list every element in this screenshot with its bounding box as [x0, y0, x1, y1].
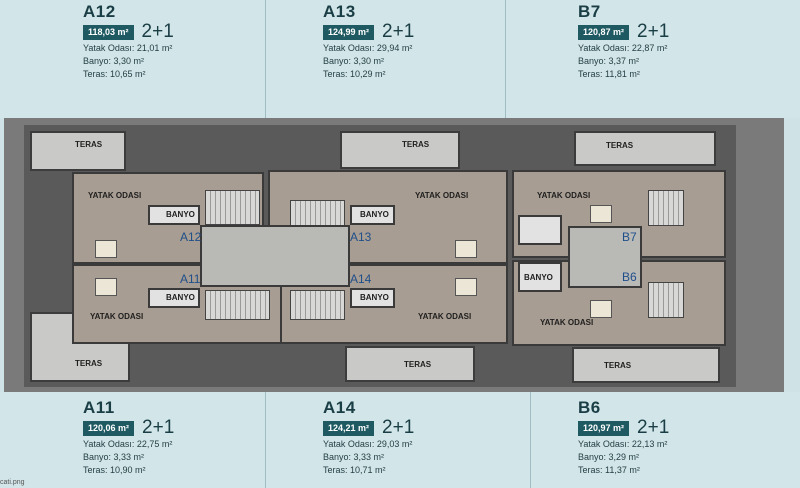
- bed-icon: [590, 300, 612, 318]
- terrace-a13: [340, 131, 460, 169]
- divider-line: [265, 0, 266, 118]
- terrace-b6: [572, 347, 720, 383]
- bathroom-label: BANYO: [524, 273, 553, 282]
- terrace-area: Teras: 11,81 m²: [578, 69, 640, 79]
- unit-type: 2+1: [637, 417, 670, 438]
- terrace-label: TERAS: [404, 360, 432, 369]
- bathroom-label: BANYO: [360, 210, 389, 219]
- plan-unit-label-b6: B6: [622, 270, 637, 284]
- unit-card-a13[interactable]: A13 124,99 m² 2+1 Yatak Odası: 29,94 m² B…: [323, 3, 414, 81]
- bathroom-b6: [518, 262, 562, 292]
- staircase: [648, 190, 684, 226]
- unit-code: B7: [578, 2, 601, 21]
- staircase: [205, 190, 260, 225]
- plan-unit-label-a11: A11: [180, 272, 201, 286]
- bathroom-label: BANYO: [360, 293, 389, 302]
- unit-type: 2+1: [382, 417, 415, 438]
- bathroom-a13: [350, 205, 395, 225]
- bathroom-area: Banyo: 3,30 m²: [323, 56, 385, 66]
- info-panel-top: [0, 0, 800, 118]
- staircase: [205, 290, 270, 320]
- bedroom-area: Yatak Odası: 22,13 m²: [578, 439, 668, 449]
- terrace-label: TERAS: [606, 141, 634, 150]
- terrace-a14: [345, 346, 475, 382]
- plan-unit-label-a12: A12: [180, 230, 202, 244]
- bathroom-a12: [148, 205, 200, 225]
- unit-type: 2+1: [382, 21, 415, 42]
- elevator-core-b: [568, 226, 642, 288]
- unit-card-a11[interactable]: A11 120,06 m² 2+1 Yatak Odası: 22,75 m² B…: [83, 399, 174, 477]
- bathroom-area: Banyo: 3,30 m²: [83, 56, 145, 66]
- divider-line: [505, 0, 506, 118]
- bathroom-area: Banyo: 3,33 m²: [83, 452, 145, 462]
- unit-area-badge: 120,97 m²: [578, 420, 630, 436]
- unit-type: 2+1: [637, 21, 670, 42]
- unit-card-b6[interactable]: B6 120,97 m² 2+1 Yatak Odası: 22,13 m² Ba…: [578, 399, 669, 477]
- plan-unit-label-b7: B7: [622, 230, 637, 244]
- bedroom-label: YATAK ODASI: [88, 191, 142, 200]
- bed-icon: [95, 240, 117, 258]
- terrace-area: Teras: 10,29 m²: [323, 69, 386, 79]
- unit-card-a12[interactable]: A12 118,03 m² 2+1 Yatak Odası: 21,01 m² B…: [83, 3, 174, 81]
- file-name: cati.png: [0, 479, 25, 486]
- terrace-label: TERAS: [402, 140, 430, 149]
- bedroom-label: YATAK ODASI: [418, 312, 472, 321]
- unit-area-badge: 124,99 m²: [323, 24, 375, 40]
- unit-area-badge: 120,06 m²: [83, 420, 135, 436]
- unit-area-badge: 118,03 m²: [83, 24, 134, 40]
- unit-type: 2+1: [141, 21, 174, 42]
- bed-icon: [455, 278, 477, 296]
- bedroom-area: Yatak Odası: 22,75 m²: [83, 439, 173, 449]
- unit-card-a14[interactable]: A14 124,21 m² 2+1 Yatak Odası: 29,03 m² B…: [323, 399, 414, 477]
- bed-icon: [590, 205, 612, 223]
- bathroom-area: Banyo: 3,37 m²: [578, 56, 640, 66]
- staircase: [648, 282, 684, 318]
- bed-icon: [95, 278, 117, 296]
- bathroom-area: Banyo: 3,29 m²: [578, 452, 640, 462]
- bathroom-b7: [518, 215, 562, 245]
- bedroom-label: YATAK ODASI: [90, 312, 144, 321]
- staircase: [290, 290, 345, 320]
- terrace-area: Teras: 10,71 m²: [323, 465, 386, 475]
- terrace-a12: [30, 131, 126, 171]
- bedroom-area: Yatak Odası: 29,03 m²: [323, 439, 413, 449]
- terrace-label: TERAS: [75, 359, 103, 368]
- bed-icon: [455, 240, 477, 258]
- info-panel-bottom: [0, 392, 800, 488]
- bathroom-area: Banyo: 3,33 m²: [323, 452, 385, 462]
- unit-code: A13: [323, 2, 356, 21]
- bathroom-a14: [350, 288, 395, 308]
- bedroom-area: Yatak Odası: 29,94 m²: [323, 43, 413, 53]
- plan-unit-label-a13: A13: [350, 230, 372, 244]
- bathroom-label: BANYO: [166, 293, 195, 302]
- divider-line: [265, 392, 266, 488]
- terrace-area: Teras: 10,90 m²: [83, 465, 146, 475]
- terrace-area: Teras: 10,65 m²: [83, 69, 146, 79]
- terrace-area: Teras: 11,37 m²: [578, 465, 640, 475]
- terrace-label: TERAS: [75, 140, 103, 149]
- bedroom-area: Yatak Odası: 21,01 m²: [83, 43, 173, 53]
- unit-code: A14: [323, 398, 356, 417]
- terrace-b7: [574, 131, 716, 166]
- unit-code: A12: [83, 2, 116, 21]
- bathroom-label: BANYO: [166, 210, 195, 219]
- bedroom-label: YATAK ODASI: [415, 191, 469, 200]
- terrace-label: TERAS: [604, 361, 632, 370]
- bedroom-label: YATAK ODASI: [540, 318, 594, 327]
- unit-type: 2+1: [142, 417, 175, 438]
- bedroom-label: YATAK ODASI: [537, 191, 591, 200]
- elevator-core: [200, 225, 350, 287]
- unit-code: B6: [578, 398, 601, 417]
- unit-area-badge: 120,87 m²: [578, 24, 630, 40]
- unit-code: A11: [83, 398, 115, 417]
- unit-card-b7[interactable]: B7 120,87 m² 2+1 Yatak Odası: 22,87 m² Ba…: [578, 3, 669, 81]
- bedroom-area: Yatak Odası: 22,87 m²: [578, 43, 668, 53]
- divider-line: [530, 392, 531, 488]
- plan-unit-label-a14: A14: [350, 272, 372, 286]
- unit-area-badge: 124,21 m²: [323, 420, 375, 436]
- bathroom-a11: [148, 288, 200, 308]
